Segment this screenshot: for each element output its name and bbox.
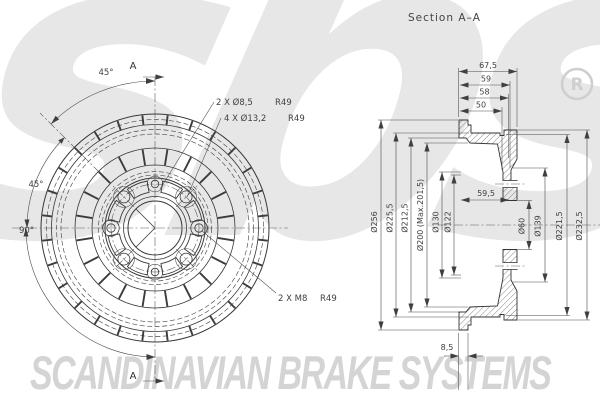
brand-banner-watermark: SCANDINAVIAN BRAKE SYSTEMS [30,346,552,399]
callout-small-holes: 2 X Ø8,5 [216,97,253,108]
cut-label-bottom: A [130,371,137,382]
extension-lines [378,68,590,390]
bolt-holes [102,175,208,281]
dim-dia-60: Ø60 [517,218,527,234]
dim-depth-59: 59 [481,75,491,84]
dimension-labels: 67,5 59 58 50 59,5 8,5 Ø256 Ø225,5 Ø212,… [369,61,584,352]
section-cut-markers: A A [130,61,164,384]
inner-cooling-fins [76,149,234,307]
callout-large-holes: 4 X Ø13,2 [224,113,266,124]
section-title: Section A–A [408,12,481,24]
hole-callouts: 2 X Ø8,5 R49 4 X Ø13,2 R49 2 X M8 R49 [159,97,337,304]
cut-label-top: A [130,61,137,72]
section-profile-top [458,119,518,201]
angle-90-label: 90° [19,226,34,236]
dim-dia-130: Ø130 [431,211,441,233]
dim-dia-122: Ø122 [443,211,453,233]
angle-45-left-label: 45° [28,180,43,190]
callout-small-holes-radius: R49 [275,98,292,108]
front-view: 45° 45° 90° A A 2 X Ø8,5 R49 4 X Ø13,2 R… [12,61,337,384]
dim-depth-58: 58 [479,88,489,97]
hub-stud-holes [495,180,526,270]
section-view: Section A–A [369,12,600,390]
callout-threaded-holes: 2 X M8 [278,294,307,304]
dim-dia-2215: Ø221,5 [554,211,564,240]
front-view-centerlines [12,77,288,381]
dim-dia-2125: Ø212,5 [400,203,410,232]
angle-annotations: 45° 45° 90° [19,68,156,360]
bore-chamfer-mark [135,208,156,248]
dim-depth-50: 50 [476,101,486,110]
callout-large-holes-radius: R49 [288,114,305,124]
dim-dia-2255: Ø225,5 [385,203,395,232]
dim-dia-256: Ø256 [369,211,379,233]
dim-dia-2325: Ø232,5 [574,211,584,240]
angle-45-top-label: 45° [98,68,113,78]
section-profile-bottom [458,249,518,331]
outer-cooling-fins [42,115,268,341]
dim-dia-200: Ø200 (Max.201,5) [415,179,425,251]
callout-threaded-holes-radius: R49 [320,294,337,304]
dim-depth-595: 59,5 [477,189,495,198]
dimension-lines [378,68,590,359]
dim-dia-139: Ø139 [533,215,543,237]
registered-mark-letter: R [570,75,583,95]
registered-mark-watermark: R [560,67,594,101]
dim-depth-total: 67,5 [479,61,497,70]
drum-circles [40,113,270,343]
dim-lip-width: 8,5 [441,343,454,352]
